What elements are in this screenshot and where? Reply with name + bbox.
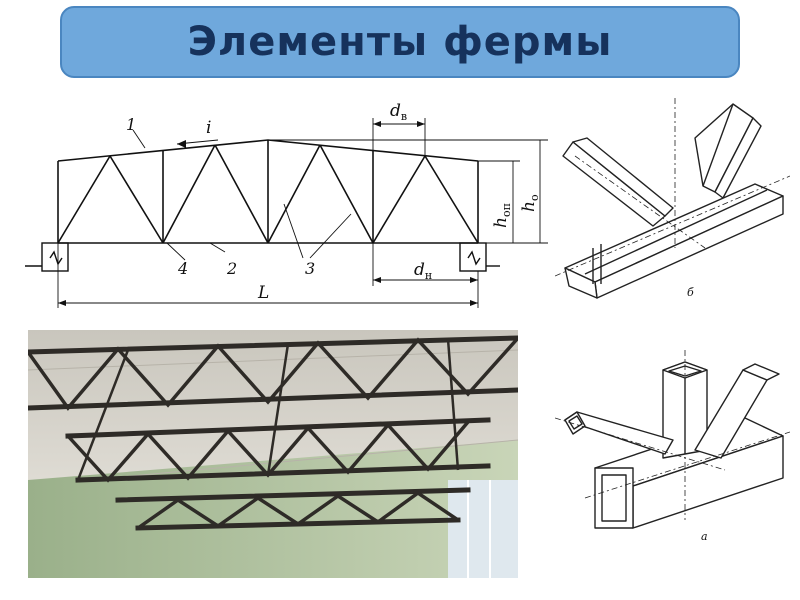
diagonal: [372, 155, 426, 244]
diagonal: [109, 155, 164, 244]
truss-photo: [28, 330, 518, 578]
label-posts: 4: [177, 259, 188, 278]
diagonal: [267, 144, 321, 244]
angle-node-diagram: б: [555, 98, 790, 299]
caption-angle-node: б: [687, 286, 694, 299]
support-right: [459, 242, 487, 272]
tube-node-diagram: а: [555, 350, 790, 543]
truss-scheme-diagram: 1 i 4 2 3 L dв dн hоп hо: [25, 101, 548, 308]
slide-title: Элементы фермы: [187, 19, 613, 65]
support-left: [41, 242, 69, 272]
label-top-chord: 1: [126, 115, 136, 134]
label-bottom-chord: 2: [226, 259, 237, 278]
label-span: L: [257, 283, 269, 303]
title-banner: Элементы фермы: [60, 6, 740, 78]
label-slope: i: [206, 118, 211, 138]
diagonal: [162, 144, 216, 244]
diagonal: [319, 144, 374, 244]
diagonal: [214, 144, 269, 244]
label-height-support: hоп: [491, 203, 513, 228]
label-height-mid: hо: [519, 194, 541, 212]
label-diagonals: 3: [305, 259, 315, 278]
label-panel-top: dв: [390, 101, 407, 123]
caption-tube-node: а: [701, 530, 708, 543]
diagonal: [424, 155, 479, 244]
label-panel-bottom: dн: [414, 260, 432, 282]
diagonal: [57, 155, 111, 244]
